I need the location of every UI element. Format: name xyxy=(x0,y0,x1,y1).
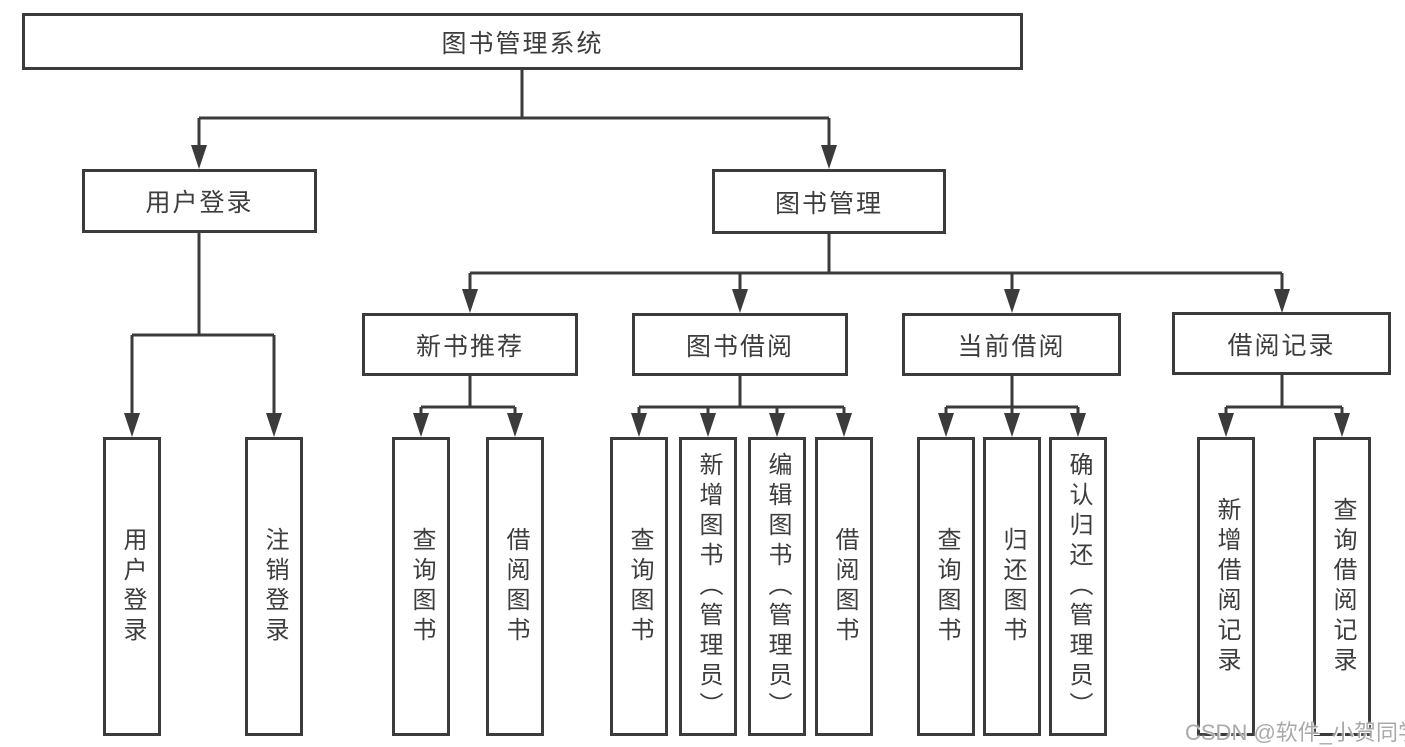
arrow-down-icon xyxy=(821,145,837,169)
leaf-query-books-recommend: 查询图书 xyxy=(392,437,450,736)
arrow-down-icon xyxy=(1004,289,1020,313)
node-label: 新书推荐 xyxy=(415,332,524,361)
node-label: 图书管理 xyxy=(774,189,883,218)
leaf-borrow-books-recommend: 借阅图书 xyxy=(486,437,544,736)
arrow-down-icon xyxy=(413,413,429,437)
node-label: 注销登录 xyxy=(261,526,288,647)
leaf-add-books-admin: 新增图书（管理员） xyxy=(679,437,737,736)
arrow-down-icon xyxy=(266,413,282,437)
leaf-query-books-current: 查询图书 xyxy=(917,437,975,736)
connector-root-to-level2 xyxy=(197,69,831,147)
node-label: 查询图书 xyxy=(408,526,435,647)
node-label: 确认归还（管理员） xyxy=(1065,451,1092,722)
leaf-logout-login: 注销登录 xyxy=(245,437,303,736)
node-label: 用户登录 xyxy=(119,526,146,647)
node-book-borrow: 图书借阅 xyxy=(632,313,848,376)
connector-manage-to-level3 xyxy=(468,233,1284,291)
leaf-user-login: 用户登录 xyxy=(103,437,161,736)
node-label: 借阅记录 xyxy=(1227,331,1336,360)
arrow-down-icon xyxy=(836,413,852,437)
node-label: 图书借阅 xyxy=(685,332,794,361)
leaf-confirm-return-admin: 确认归还（管理员） xyxy=(1049,437,1107,736)
arrow-down-icon xyxy=(631,413,647,437)
leaf-return-books: 归还图书 xyxy=(983,437,1041,736)
node-label: 新增图书（管理员） xyxy=(695,451,722,722)
node-borrow-records: 借阅记录 xyxy=(1172,312,1391,375)
arrow-down-icon xyxy=(732,289,748,313)
arrow-down-icon xyxy=(1070,413,1086,437)
leaf-add-borrow-record: 新增借阅记录 xyxy=(1197,437,1255,736)
arrow-down-icon xyxy=(1334,413,1350,437)
leaf-query-books-borrow: 查询图书 xyxy=(610,437,668,736)
arrow-down-icon xyxy=(1004,413,1020,437)
arrow-down-icon xyxy=(191,145,207,169)
connector-records-leaves xyxy=(1224,375,1344,415)
connector-current-leaves xyxy=(944,376,1080,415)
arrow-down-icon xyxy=(124,413,140,437)
leaf-edit-books-admin: 编辑图书（管理员） xyxy=(748,437,806,736)
node-label: 借阅图书 xyxy=(831,526,858,647)
node-label: 编辑图书（管理员） xyxy=(764,451,791,722)
node-label: 归还图书 xyxy=(999,526,1026,647)
node-label: 查询图书 xyxy=(933,526,960,647)
node-label: 查询借阅记录 xyxy=(1329,496,1356,677)
leaf-query-borrow-record: 查询借阅记录 xyxy=(1313,437,1371,736)
node-label: 图书管理系统 xyxy=(441,29,604,58)
node-label: 当前借阅 xyxy=(957,332,1066,361)
leaf-borrow-books: 借阅图书 xyxy=(815,437,873,736)
node-label: 用户登录 xyxy=(145,189,254,217)
node-current-borrow: 当前借阅 xyxy=(902,313,1121,376)
csdn-watermark: CSDN @软件_小贺同学 xyxy=(1185,720,1405,745)
arrow-down-icon xyxy=(507,413,523,437)
connector-borrow-leaves xyxy=(637,376,846,415)
node-book-management: 图书管理 xyxy=(712,169,946,234)
arrow-down-icon xyxy=(769,413,785,437)
node-label: 查询图书 xyxy=(626,526,653,647)
arrow-down-icon xyxy=(1218,413,1234,437)
node-label: 新增借阅记录 xyxy=(1213,496,1240,677)
arrow-down-icon xyxy=(700,413,716,437)
connector-login-to-leaves xyxy=(130,232,276,415)
node-label: 借阅图书 xyxy=(502,526,529,647)
node-user-login: 用户登录 xyxy=(82,169,317,233)
node-library-management-system: 图书管理系统 xyxy=(22,13,1023,70)
arrow-down-icon xyxy=(1274,289,1290,313)
arrow-down-icon xyxy=(938,413,954,437)
node-new-book-recommend: 新书推荐 xyxy=(362,313,578,376)
connector-recommend-leaves xyxy=(419,376,517,415)
arrow-down-icon xyxy=(462,289,478,313)
